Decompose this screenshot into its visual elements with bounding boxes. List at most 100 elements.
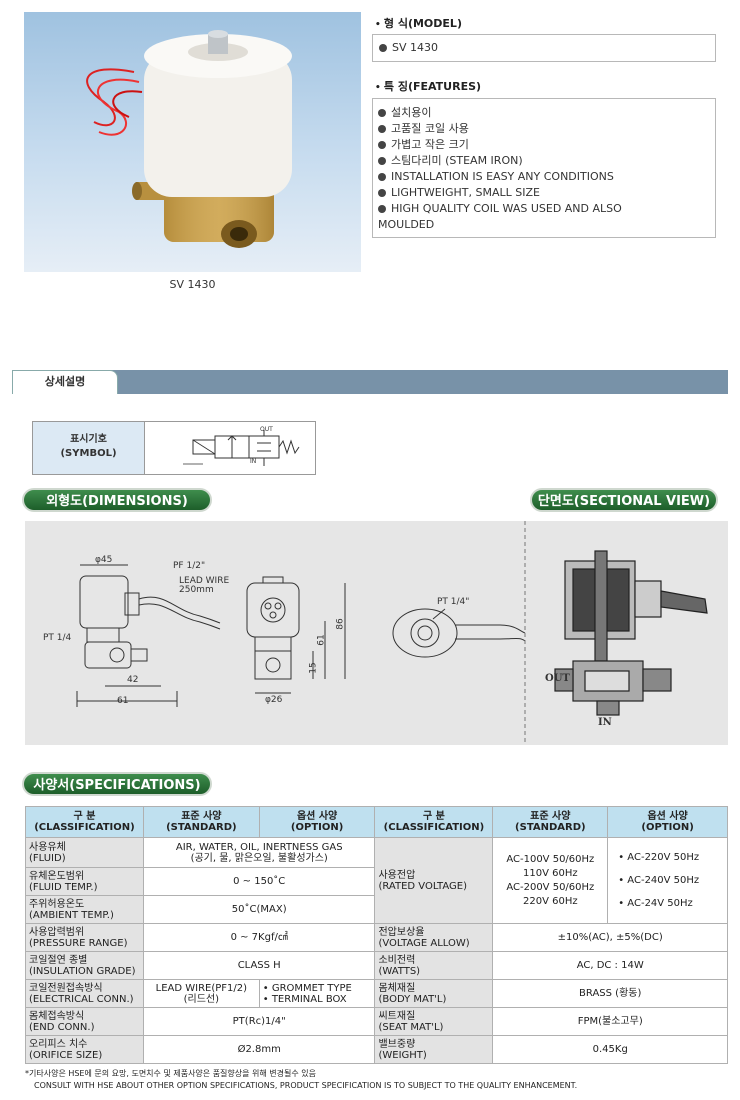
dim-phi45: φ45 bbox=[95, 555, 113, 565]
symbol-label: 표시기호 (SYMBOL) bbox=[33, 422, 145, 474]
dim-86: 86 bbox=[335, 618, 346, 630]
dim-phi26: φ26 bbox=[265, 695, 283, 705]
label-cell: 몸체재질(BODY MAT'L) bbox=[374, 979, 494, 1008]
label-cell: 사용전압(RATED VOLTAGE) bbox=[374, 837, 494, 924]
dim-pt14-left: PT 1/4 bbox=[43, 633, 72, 643]
value-cell: • AC-220V 50Hz• AC-240V 50Hz• AC-24V 50H… bbox=[607, 837, 728, 924]
bullet-icon bbox=[378, 141, 386, 149]
feature-item: 설치용이 bbox=[378, 105, 710, 121]
dim-15: 15 bbox=[308, 662, 319, 674]
value-cell: Ø2.8mm bbox=[142, 1035, 376, 1064]
bullet-icon bbox=[378, 173, 386, 181]
value-cell: 0.45Kg bbox=[492, 1035, 728, 1064]
note-ko: *기타사양은 HSE에 문의 요망, 도면치수 및 제품사양은 품질향상을 위해… bbox=[25, 1069, 316, 1078]
label-cell: 사용유체(FLUID) bbox=[25, 837, 144, 868]
label-cell: 코일전원접속방식(ELECTRICAL CONN.) bbox=[25, 979, 144, 1008]
header-cell: 구 분(CLASSIFICATION) bbox=[374, 806, 494, 838]
label-cell: 주위허용온도(AMBIENT TEMP.) bbox=[25, 895, 144, 924]
product-photo bbox=[24, 12, 361, 272]
value-cell: 50˚C(MAX) bbox=[142, 895, 376, 924]
value-cell: AIR, WATER, OIL, INERTNESS GAS(공기, 물, 맑은… bbox=[142, 837, 376, 868]
spec-table: 구 분(CLASSIFICATION) 표준 사양(STANDARD) 옵션 사… bbox=[25, 806, 728, 1064]
label-cell: 코일절연 종별(INSULATION GRADE) bbox=[25, 951, 144, 980]
header-cell: 옵션 사양(OPTION) bbox=[258, 806, 376, 838]
table-row: 유체온도범위(FLUID TEMP.) 0 ~ 150˚C bbox=[25, 867, 728, 896]
value-cell: 0 ~ 7Kgf/㎠ bbox=[142, 923, 376, 952]
table-row: 코일전원접속방식(ELECTRICAL CONN.) LEAD WIRE(PF1… bbox=[25, 979, 728, 1008]
valve-symbol-icon bbox=[183, 430, 300, 466]
dim-42: 42 bbox=[127, 675, 139, 685]
detail-bar bbox=[12, 370, 728, 394]
value-cell: CLASS H bbox=[142, 951, 376, 980]
value-cell: FPM(불소고무) bbox=[492, 1007, 728, 1036]
label-cell: 사용압력범위(PRESSURE RANGE) bbox=[25, 923, 144, 952]
features-box: 설치용이 고품질 코일 사용 가볍고 작은 크기 스팀다리미 (STEAM IR… bbox=[372, 98, 716, 238]
feature-item: LIGHTWEIGHT, SMALL SIZE bbox=[378, 185, 710, 201]
table-row: 주위허용온도(AMBIENT TEMP.) 50˚C(MAX) bbox=[25, 895, 728, 924]
header-cell: 표준 사양(STANDARD) bbox=[142, 806, 260, 838]
symbol-label-en: (SYMBOL) bbox=[60, 448, 117, 459]
bullet-icon bbox=[379, 44, 387, 52]
label-cell: 소비전력(WATTS) bbox=[374, 951, 494, 980]
sectional-heading: 단면도(SECTIONAL VIEW) bbox=[530, 488, 718, 512]
table-header-row: 구 분(CLASSIFICATION) 표준 사양(STANDARD) 옵션 사… bbox=[25, 806, 728, 838]
model-title: • 형 식(MODEL) bbox=[375, 17, 462, 30]
value-cell: LEAD WIRE(PF1/2)(리드선) bbox=[142, 979, 260, 1008]
dimension-drawing bbox=[76, 521, 708, 745]
header-cell: 표준 사양(STANDARD) bbox=[492, 806, 609, 838]
feature-item: 스팀다리미 (STEAM IRON) bbox=[378, 153, 710, 169]
label-cell: 전압보상율(VOLTAGE ALLOW) bbox=[374, 923, 494, 952]
solenoid-valve-image bbox=[86, 30, 292, 248]
feature-item: 고품질 코일 사용 bbox=[378, 121, 710, 137]
bullet-icon bbox=[378, 205, 386, 213]
bullet-icon bbox=[378, 125, 386, 133]
features-title: • 특 징(FEATURES) bbox=[375, 80, 482, 93]
feature-item: INSTALLATION IS EASY ANY CONDITIONS bbox=[378, 169, 710, 185]
label-cell: 오리피스 치수(ORIFICE SIZE) bbox=[25, 1035, 144, 1064]
feature-item-continued: MOULDED bbox=[378, 218, 435, 231]
table-row: 사용유체(FLUID) AIR, WATER, OIL, INERTNESS G… bbox=[25, 837, 728, 924]
symbol-label-ko: 표시기호 bbox=[70, 434, 107, 445]
feature-item: 가볍고 작은 크기 bbox=[378, 137, 710, 153]
symbol-in-label: IN bbox=[250, 458, 257, 465]
specs-heading: 사양서(SPECIFICATIONS) bbox=[22, 772, 212, 796]
header-cell: 구 분(CLASSIFICATION) bbox=[25, 806, 144, 838]
bullet-icon bbox=[378, 189, 386, 197]
value-cell: ±10%(AC), ±5%(DC) bbox=[492, 923, 728, 952]
dimensions-heading: 외형도(DIMENSIONS) bbox=[22, 488, 212, 512]
bullet-icon bbox=[378, 157, 386, 165]
symbol-out-label: OUT bbox=[260, 426, 273, 433]
bullet-icon bbox=[378, 109, 386, 117]
table-row: 코일절연 종별(INSULATION GRADE) CLASS H 소비전력(W… bbox=[25, 951, 728, 980]
header-cell: 옵션 사양(OPTION) bbox=[607, 806, 728, 838]
table-row: 사용압력범위(PRESSURE RANGE) 0 ~ 7Kgf/㎠ 전압보상율(… bbox=[25, 923, 728, 952]
model-value: SV 1430 bbox=[392, 41, 438, 54]
section-in-label: IN bbox=[598, 717, 612, 728]
value-cell: 0 ~ 150˚C bbox=[142, 867, 376, 896]
label-cell: 몸체접속방식(END CONN.) bbox=[25, 1007, 144, 1036]
feature-item: HIGH QUALITY COIL WAS USED AND ALSO bbox=[378, 201, 710, 217]
section-out-label: OUT bbox=[545, 673, 570, 684]
value-cell: • GROMMET TYPE• TERMINAL BOX bbox=[258, 979, 376, 1008]
table-row: 몸체접속방식(END CONN.) PT(Rc)1/4" 씨트재질(SEAT M… bbox=[25, 1007, 728, 1036]
value-cell: AC, DC : 14W bbox=[492, 951, 728, 980]
dim-61: 61 bbox=[117, 696, 129, 706]
features-title-text: 특 징(FEATURES) bbox=[383, 80, 482, 93]
table-row: 오리피스 치수(ORIFICE SIZE) Ø2.8mm 밸브중량(WEIGHT… bbox=[25, 1035, 728, 1064]
dim-pt14-mid: PT 1/4" bbox=[437, 597, 470, 607]
tab-detail[interactable]: 상세설명 bbox=[12, 370, 118, 394]
symbol-box: OUT IN bbox=[32, 421, 316, 475]
dim-61-vertical: 61 bbox=[316, 634, 327, 646]
label-cell: 씨트재질(SEAT MAT'L) bbox=[374, 1007, 494, 1036]
dim-pf: PF 1/2" bbox=[173, 561, 206, 571]
photo-caption: SV 1430 bbox=[169, 278, 216, 291]
model-title-text: 형 식(MODEL) bbox=[383, 17, 462, 30]
value-cell: PT(Rc)1/4" bbox=[142, 1007, 376, 1036]
value-cell: BRASS (황동) bbox=[492, 979, 728, 1008]
label-cell: 밸브중량(WEIGHT) bbox=[374, 1035, 494, 1064]
model-box: SV 1430 bbox=[372, 34, 716, 62]
note-en: CONSULT WITH HSE ABOUT OTHER OPTION SPEC… bbox=[34, 1081, 578, 1090]
